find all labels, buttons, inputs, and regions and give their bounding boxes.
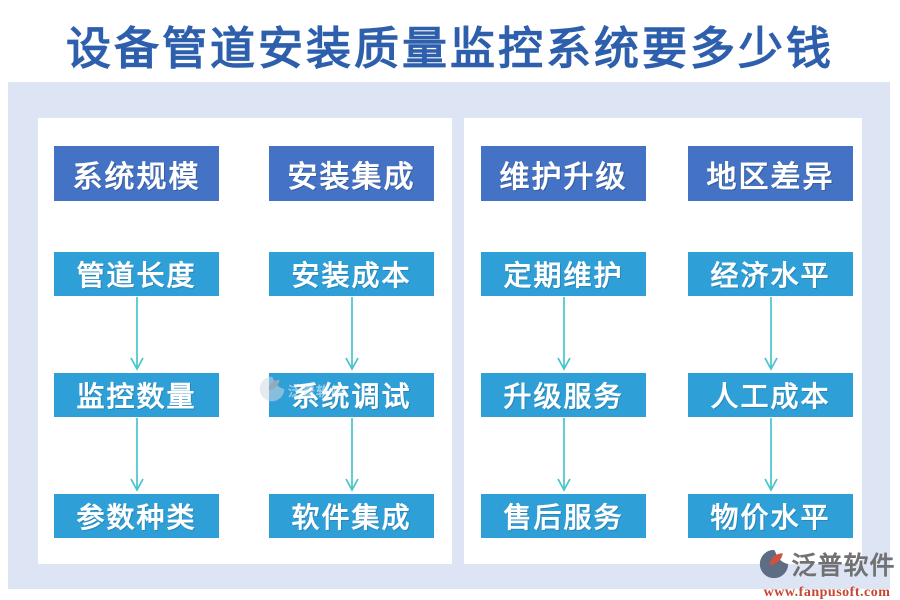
down-arrow-icon [343, 417, 361, 494]
panel-right: 维护升级 定期维护 升级服务 售后服务 地区差异 经济水平 人工成本 物价水平 [464, 118, 862, 564]
category-header-box: 地区差异 [688, 146, 853, 201]
factor-box: 物价水平 [688, 494, 853, 538]
factor-box: 监控数量 [54, 373, 219, 417]
factor-box: 管道长度 [54, 252, 219, 296]
factor-box: 安装成本 [269, 252, 434, 296]
factor-box: 经济水平 [688, 252, 853, 296]
down-arrow-icon [762, 417, 780, 494]
page-title: 设备管道安装质量监控系统要多少钱 [65, 24, 834, 74]
factor-box: 定期维护 [481, 252, 646, 296]
category-header-box: 安装集成 [269, 146, 434, 201]
flow-column-maintenance-upgrade: 维护升级 定期维护 升级服务 售后服务 [481, 146, 646, 538]
down-arrow-icon [762, 296, 780, 373]
category-header-box: 系统规模 [54, 146, 219, 201]
logo-url-text[interactable]: www.fanpusoft.com [763, 585, 891, 600]
fanpu-logo[interactable]: 泛普软件 www.fanpusoft.com [759, 549, 896, 600]
factor-box: 软件集成 [269, 494, 434, 538]
flow-column-install-integration: 安装集成 安装成本 系统调试 软件集成 [269, 146, 434, 538]
flow-column-system-scale: 系统规模 管道长度 监控数量 参数种类 [54, 146, 219, 538]
fanpu-circle-logo-icon [759, 549, 789, 584]
factor-box: 售后服务 [481, 494, 646, 538]
factor-box: 参数种类 [54, 494, 219, 538]
down-arrow-icon [555, 417, 573, 494]
panel-left: 系统规模 管道长度 监控数量 参数种类 安装集成 安装成本 系统调试 软件集成 [38, 118, 452, 564]
down-arrow-icon [555, 296, 573, 373]
category-header-box: 维护升级 [481, 146, 646, 201]
flow-column-regional-difference: 地区差异 经济水平 人工成本 物价水平 [688, 146, 853, 538]
down-arrow-icon [343, 296, 361, 373]
logo-brand-text: 泛普软件 [791, 553, 896, 580]
down-arrow-icon [128, 296, 146, 373]
factor-box: 人工成本 [688, 373, 853, 417]
factor-box: 升级服务 [481, 373, 646, 417]
down-arrow-icon [128, 417, 146, 494]
factor-box: 系统调试 [269, 373, 434, 417]
